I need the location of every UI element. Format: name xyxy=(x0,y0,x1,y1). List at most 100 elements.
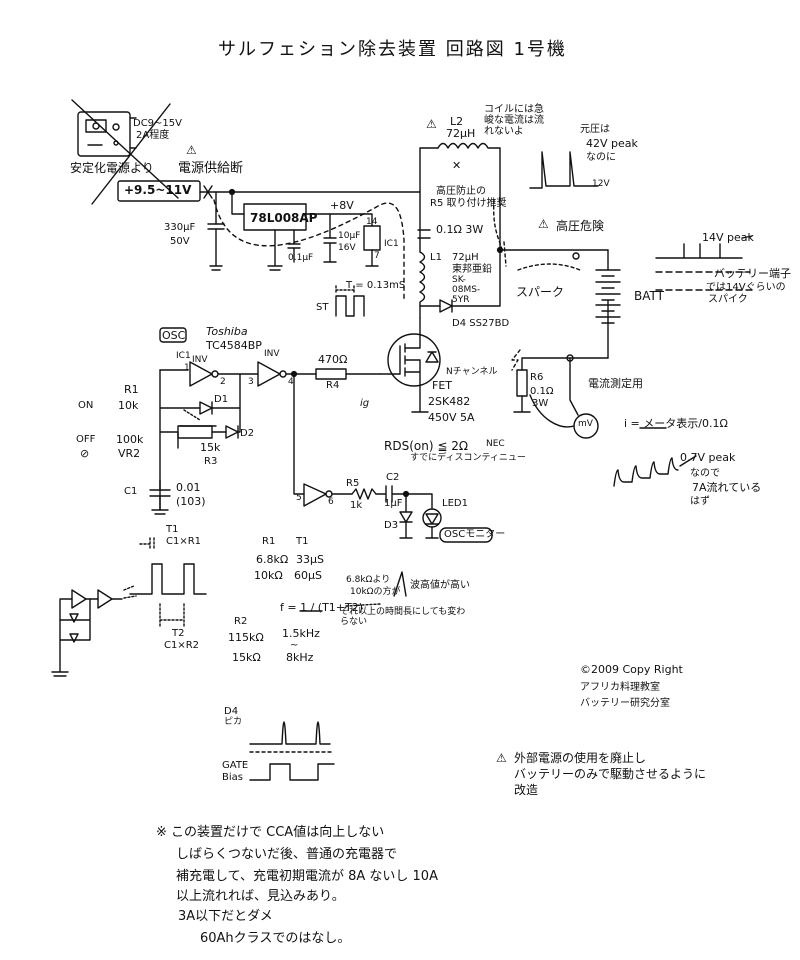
osc-label: OSC xyxy=(162,329,186,342)
warning-line-1: 外部電源の使用を廃止し xyxy=(514,751,647,765)
meter-label: mV xyxy=(578,419,593,429)
osc-ic1: IC1 xyxy=(176,351,191,361)
c1-label: C1 xyxy=(124,486,138,497)
d4-label: D4 SS27BD xyxy=(452,318,510,329)
wave-d4-sub: ピカ xyxy=(224,717,243,727)
pin-1: 1 xyxy=(184,363,190,373)
r5-note-2: R5 取り付け推奨 xyxy=(430,198,507,209)
current-formula: i = メータ表示/0.1Ω xyxy=(624,417,728,430)
top-wave-label-4: 12V xyxy=(592,179,610,189)
regulator-cap2-voltage: 16V xyxy=(338,243,356,253)
sense-peak-note-2: 7A流れている xyxy=(692,481,762,494)
timing-note-4: それ以上の時間長にしても変わらない xyxy=(340,607,466,627)
pin-4: 4 xyxy=(288,377,294,387)
wave-d4: D4 xyxy=(224,706,239,717)
on-label: ON xyxy=(78,400,94,411)
supply-cap-voltage: 50V xyxy=(170,236,190,247)
r4-label: R4 xyxy=(326,380,340,391)
c1-value: 0.01 xyxy=(176,481,201,494)
t-label: T = 0.13mS xyxy=(346,280,406,291)
copyright-line-3: バッテリー研究分室 xyxy=(580,698,670,709)
coil-l1 xyxy=(420,252,425,318)
vr2-value: 100k xyxy=(116,433,144,446)
pin-7: 7 xyxy=(374,251,380,261)
pin-2: 2 xyxy=(220,377,226,387)
row2-t: 60μS xyxy=(294,569,322,582)
supply-cap-value: 330μF xyxy=(164,222,196,233)
page-title: サルフェション除去装置 回路図 1号機 xyxy=(218,39,567,60)
r5-note-1: 高圧防止の xyxy=(436,186,486,197)
voltage-box: +9.5~11V xyxy=(124,183,192,197)
wave-bias: Bias xyxy=(222,772,243,783)
footnote-line-3: 補充電して、充電初期電流が 8A ないし 10A xyxy=(176,869,438,884)
monitor-r5-value: 1k xyxy=(350,500,363,511)
sense-peak-note-3: はず xyxy=(690,496,710,507)
sense-peak: 0.7V peak xyxy=(680,451,736,464)
row1-t: 33μS xyxy=(296,553,324,566)
d2-label: D2 xyxy=(240,428,255,439)
rds-label: RDS(on) ≦ 2Ω xyxy=(384,439,468,453)
inverter-1 xyxy=(190,362,212,386)
r3-label: R3 xyxy=(204,456,218,467)
r3-value: 15k xyxy=(200,441,221,454)
meter-note: 電流測定用 xyxy=(588,377,643,390)
d1-label: D1 xyxy=(214,394,229,405)
timing-t2: T2 xyxy=(172,628,185,639)
regulator-cap: 0.1μF xyxy=(288,253,314,263)
c1-code: (103) xyxy=(176,495,206,508)
adapter-note-2: 2A程度 xyxy=(136,130,170,141)
warning-line-3: 改造 xyxy=(514,783,539,797)
timing-note-1: 6.8kΩより xyxy=(346,575,391,585)
rds-maker: NEC xyxy=(486,439,505,449)
pin-3: 3 xyxy=(248,377,254,387)
battery-label: BATT xyxy=(634,289,664,303)
row4-f: 8kHz xyxy=(286,651,314,664)
st-label: ST xyxy=(316,302,329,313)
row1-r: 6.8kΩ xyxy=(256,553,289,566)
pin-5: 5 xyxy=(296,493,302,503)
l1-part: SK-08MS-5YR xyxy=(452,275,481,305)
pin-14: 14 xyxy=(366,217,378,227)
sense-peak-note-1: なので xyxy=(690,468,720,479)
regulator-cap2: 10μF xyxy=(338,231,361,241)
top-wave-label-2: 42V peak xyxy=(586,137,638,150)
coil-l2 xyxy=(438,144,500,251)
adapter-label: 安定化電源より xyxy=(70,161,154,175)
rds-note: すでにディスコンティニュー xyxy=(410,453,526,463)
battery-body xyxy=(596,305,620,323)
r6-value: 0.1Ω xyxy=(530,386,554,397)
warning-triangle-icon: ⚠ xyxy=(496,751,507,765)
inv1-label: INV xyxy=(192,355,208,365)
r1-label: R1 xyxy=(124,383,139,396)
timing-t2-eq: C1×R2 xyxy=(164,640,200,651)
monitor-d3: D3 xyxy=(384,520,399,531)
top-wave-label-1: 元圧は xyxy=(580,124,610,135)
osc-box xyxy=(160,328,186,342)
inv2-label: INV xyxy=(264,349,280,359)
coil-note: コイルには急峻な電流は流れないよ xyxy=(484,104,544,137)
wave-gate: GATE xyxy=(222,760,249,771)
row4-r: 15kΩ xyxy=(232,651,261,664)
top-wave-label-3: なのに xyxy=(586,152,616,163)
vr2-label: VR2 xyxy=(118,447,141,460)
fet-type: Nチャンネル xyxy=(446,367,498,377)
r6-watts: 3W xyxy=(532,398,549,409)
copyright-line-1: ©2009 Copy Right xyxy=(580,663,683,676)
warning-line-2: バッテリーのみで駆動させるように xyxy=(514,767,707,781)
slash-circle-icon: ⊘ xyxy=(80,447,90,460)
osc-maker: Toshiba xyxy=(206,325,248,338)
row3-r: 115kΩ xyxy=(228,631,264,644)
fet-rating: 450V 5A xyxy=(428,411,475,424)
inverter-2 xyxy=(258,362,280,386)
timing-note-2: 10kΩの方が xyxy=(350,587,401,597)
footnote-line-4: 以上流れれば、見込みあり。 xyxy=(176,889,345,904)
off-label: OFF xyxy=(76,434,96,445)
l2-label: L2 xyxy=(450,115,464,128)
ic-label: IC1 xyxy=(384,239,399,249)
battery-terminal-note: では14Vぐらいの xyxy=(706,282,786,293)
table-r2-head: R2 xyxy=(234,616,248,627)
battery-terminal: バッテリー端子 xyxy=(714,267,791,280)
table-t1-head: T1 xyxy=(296,536,309,547)
footnote-line-5: 3A以下だとダメ xyxy=(178,909,273,924)
